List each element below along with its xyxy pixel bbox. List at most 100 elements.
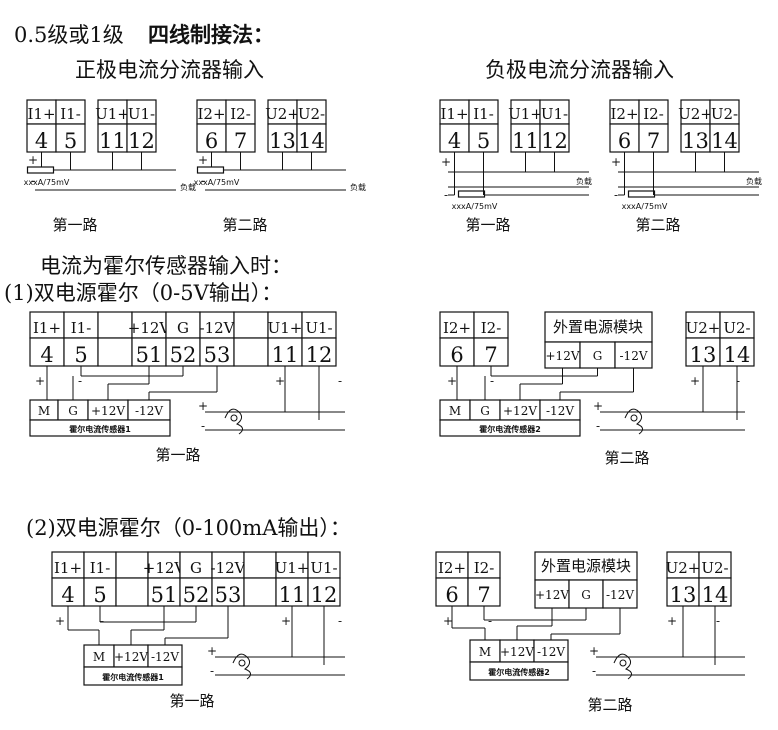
shunt1-term-label: U1- <box>128 105 155 123</box>
shunt1-term-num-box <box>97 123 128 153</box>
hallv1-term-label: U1+ <box>268 319 303 337</box>
shunt1-term-label: I1+ <box>27 105 55 123</box>
power-term-box <box>602 579 638 609</box>
power-term-box <box>544 341 581 369</box>
shunt2-term-num: 7 <box>647 129 660 153</box>
hallm1-term-num: 52 <box>183 583 210 607</box>
shunt2-term-label: I2- <box>643 105 664 123</box>
hallm1-term-num: 5 <box>93 583 106 607</box>
power-term: G <box>593 349 603 363</box>
hallv1-term-num-box <box>131 337 167 367</box>
shunt1-term-label: I1+ <box>440 105 468 123</box>
shunt1-term-label-box <box>439 99 470 125</box>
sensor-name: 霍尔电流传感器2 <box>488 667 550 677</box>
hallv1-term-label: -12V <box>200 319 236 337</box>
load-label: 负载 <box>746 176 762 186</box>
sensor-name-box <box>439 419 581 437</box>
shunt1-term-num-box <box>126 123 157 153</box>
load-label: 负载 <box>180 182 196 192</box>
sensor-term: +12V <box>114 650 148 664</box>
sensor-term: +12V <box>503 404 537 418</box>
minus-sign: - <box>596 419 600 433</box>
power-term: +12V <box>546 349 580 363</box>
hallv1-term-label: I1+ <box>33 319 61 337</box>
minus-sign: - <box>100 614 104 628</box>
hallm1-term-num-box <box>51 577 85 607</box>
plus-sign: + <box>447 374 457 388</box>
shunt2-term-label: I2+ <box>197 105 225 123</box>
hallm2a-term-num: 6 <box>445 583 458 607</box>
hallm2a-term-label: I2- <box>474 559 495 577</box>
hall-voltage-title: (1)双电源霍尔（0-5V输出）： <box>4 281 282 305</box>
hallm1-term-label: -12V <box>211 559 247 577</box>
hallv1-term-num-box <box>165 337 201 367</box>
plus-sign: + <box>281 614 291 628</box>
minus-sign: - <box>716 614 720 628</box>
minus-sign: - <box>210 664 214 678</box>
shunt2-term-label: U2- <box>711 105 738 123</box>
plus-sign: + <box>667 614 677 628</box>
sensor-name: 霍尔电流传感器1 <box>69 424 131 434</box>
hall-ct-core <box>619 659 627 667</box>
hallv2b-term-label-box <box>719 311 755 339</box>
minus-sign: - <box>201 174 205 188</box>
hallv2a-term-label: I2- <box>481 319 502 337</box>
sensor-name: 霍尔电流传感器2 <box>479 424 541 434</box>
hallv2b-term-num-box <box>719 337 755 367</box>
hallm1-term-label: U1+ <box>275 559 310 577</box>
path-label: 第一路 <box>155 446 200 464</box>
hallm2a-term-label-box <box>467 551 501 579</box>
shunt-rating: xxxA/75mV <box>194 178 240 187</box>
shunt-diagrams: I1+4I1-5U1+11U1-12+-xxxA/75mV负载第一路I2+6I2… <box>24 99 762 234</box>
sensor-name-box <box>29 419 171 437</box>
shunt1-term-label: I1- <box>60 105 81 123</box>
sensor-term: M <box>449 404 461 418</box>
minus-sign: - <box>31 174 35 188</box>
shunt-resistor <box>457 190 486 198</box>
hallm1-term-num-box <box>115 577 149 607</box>
shunt2-term-label: U2- <box>298 105 325 123</box>
hallm2a-term-num: 7 <box>477 583 490 607</box>
hall-ct-icon <box>224 408 243 435</box>
shunt1-term-label-box <box>468 99 499 125</box>
shunt2-term-num: 14 <box>711 129 738 153</box>
minus-sign: - <box>338 374 342 388</box>
shunt-rating: xxxA/75mV <box>622 202 668 211</box>
shunt2-term-num: 13 <box>269 129 296 153</box>
hallm1-term-num: 11 <box>279 583 306 607</box>
hallm1-term-num: 4 <box>61 583 74 607</box>
minus-sign: - <box>444 188 448 202</box>
hallm1-term-label-box <box>51 551 85 579</box>
path-label: 第一路 <box>52 216 97 234</box>
hall-ct-icon <box>624 408 643 435</box>
shunt2-term-num: 6 <box>205 129 218 153</box>
shunt1-term-num: 4 <box>35 129 48 153</box>
path-label: 第二路 <box>222 216 267 234</box>
shunt1-term-label: U1- <box>541 105 568 123</box>
hallm1-term-label-box <box>243 551 277 579</box>
shunt2-term-label: I2- <box>230 105 251 123</box>
shunt2-term-num-box <box>680 123 711 153</box>
hallv1-term-label: U1- <box>305 319 332 337</box>
shunt1-term-label-box <box>539 99 570 125</box>
hallv2a-term-num-box <box>439 337 475 367</box>
plus-sign: + <box>35 374 45 388</box>
hall-current-title: (2)双电源霍尔（0-100mA输出）： <box>26 516 351 540</box>
hallv1-term-num-box <box>97 337 133 367</box>
hallv2b-term-label: U2+ <box>686 319 721 337</box>
hallv1-term-label: I1- <box>71 319 92 337</box>
sensor-name: 霍尔电流传感器1 <box>102 672 164 682</box>
sensor-term: M <box>38 404 50 418</box>
path-label: 第一路 <box>465 216 510 234</box>
shunt2-term-label: U2+ <box>678 105 713 123</box>
hall-heading: 电流为霍尔传感器输入时： <box>40 254 292 278</box>
hallm1-term-num-box <box>147 577 181 607</box>
plus-sign: + <box>55 614 65 628</box>
plus-sign: + <box>207 644 217 658</box>
hallm1-term-num-box <box>307 577 341 607</box>
sensor-term: -12V <box>151 650 179 664</box>
hallm2a-term-label: I2+ <box>438 559 466 577</box>
load-label: 负载 <box>350 182 366 192</box>
hall-ct-core <box>230 414 238 422</box>
power-term: G <box>581 588 591 602</box>
